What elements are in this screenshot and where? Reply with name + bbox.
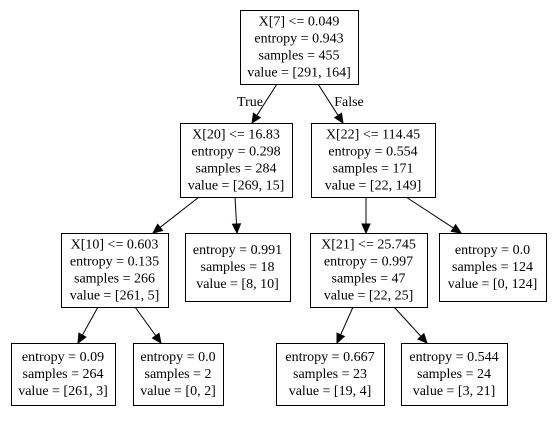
arrowhead-icon: [450, 223, 463, 234]
node-box: [310, 233, 428, 308]
node-text-line: entropy = 0.943: [254, 32, 343, 47]
node-text-line: samples = 171: [333, 162, 414, 177]
node-box: [311, 123, 436, 198]
edge-line: [134, 306, 157, 336]
edge-n1-n4: [231, 196, 242, 235]
node-text-line: value = [0, 124]: [448, 277, 538, 292]
edge-line: [81, 306, 99, 336]
node-box: [439, 233, 547, 302]
node-text-line: value = [3, 21]: [413, 384, 496, 399]
node-box: [401, 343, 508, 406]
node-text-line: samples = 124: [452, 260, 533, 275]
node-text-line: value = [22, 149]: [325, 179, 422, 194]
edge-n2-n6: [405, 196, 463, 234]
node-text-line: entropy = 0.991: [193, 243, 282, 258]
arrowhead-icon: [77, 332, 87, 345]
node-text-line: entropy = 0.298: [191, 145, 280, 160]
edge-line: [159, 196, 200, 228]
node-box: [11, 343, 116, 406]
edge-line: [393, 306, 422, 337]
node-text-line: X[20] <= 16.83: [192, 128, 280, 143]
node-text-line: samples = 24: [417, 367, 491, 382]
node-text-line: value = [269, 15]: [188, 179, 285, 194]
tree-node-n7: entropy = 0.09 samples = 264 value = [261,…: [11, 343, 116, 406]
nodes-layer: X[7] <= 0.049 entropy = 0.943 samples = 45…: [11, 10, 547, 406]
tree-node-n1: X[20] <= 16.83 entropy = 0.298 samples = 2…: [180, 123, 293, 198]
tree-node-n2: X[22] <= 114.45 entropy = 0.554 samples = …: [311, 123, 436, 198]
node-text-line: X[10] <= 0.603: [71, 238, 159, 253]
tree-node-n6: entropy = 0.0 samples = 124 value = [0, 12…: [439, 233, 547, 302]
arrowhead-icon: [336, 332, 346, 345]
edge-n0-n2: False: [317, 83, 364, 125]
node-text-line: value = [19, 4]: [289, 384, 372, 399]
node-text-line: entropy = 0.09: [22, 350, 104, 365]
edge-label-false: False: [334, 95, 364, 110]
node-text-line: entropy = 0.667: [285, 350, 374, 365]
node-box: [133, 343, 224, 406]
edges-layer: True False: [77, 83, 463, 345]
tree-node-n5: X[21] <= 25.745 entropy = 0.997 samples = …: [310, 233, 428, 308]
node-text-line: X[22] <= 114.45: [326, 128, 420, 143]
node-text-line: samples = 23: [293, 367, 367, 382]
node-box: [61, 233, 169, 308]
node-text-line: samples = 455: [259, 49, 340, 64]
node-text-line: samples = 18: [201, 260, 275, 275]
node-text-line: value = [291, 164]: [247, 66, 351, 81]
arrowhead-icon: [151, 332, 162, 344]
edge-n5-n10: [393, 306, 428, 344]
node-text-line: samples = 2: [145, 367, 212, 382]
node-text-line: value = [22, 25]: [324, 289, 414, 304]
edge-line: [234, 196, 237, 225]
node-text-line: value = [261, 3]: [18, 384, 108, 399]
tree-node-n3: X[10] <= 0.603 entropy = 0.135 samples = 2…: [61, 233, 169, 308]
arrowhead-icon: [333, 112, 344, 125]
edge-line: [340, 306, 354, 335]
arrowhead-icon: [231, 223, 242, 235]
edge-n2-n5: [361, 197, 371, 235]
tree-node-n4: entropy = 0.991 samples = 18 value = [8, 1…: [185, 233, 291, 302]
node-text-line: entropy = 0.135: [70, 255, 159, 270]
edge-line: [256, 83, 278, 116]
edge-n3-n7: [77, 306, 99, 345]
node-text-line: samples = 47: [332, 272, 406, 287]
arrowhead-icon: [251, 112, 262, 125]
node-box: [276, 343, 385, 406]
tree-node-n0: X[7] <= 0.049 entropy = 0.943 samples = 45…: [240, 10, 359, 85]
node-text-line: samples = 264: [23, 367, 104, 382]
node-text-line: value = [8, 10]: [196, 277, 279, 292]
arrowhead-icon: [361, 223, 371, 235]
edge-n5-n9: [336, 306, 354, 345]
tree-node-n10: entropy = 0.544 samples = 24 value = [3, 2…: [401, 343, 508, 406]
node-box: [240, 10, 359, 85]
node-text-line: entropy = 0.554: [328, 145, 417, 160]
node-text-line: samples = 284: [196, 162, 277, 177]
tree-node-n8: entropy = 0.0 samples = 2 value = [0, 2]: [133, 343, 224, 406]
node-text-line: entropy = 0.0: [455, 243, 530, 258]
edge-n1-n3: [152, 196, 200, 234]
node-box: [185, 233, 291, 302]
edge-n3-n8: [134, 306, 162, 344]
node-text-line: entropy = 0.544: [409, 350, 498, 365]
node-text-line: value = [0, 2]: [140, 384, 216, 399]
node-text-line: samples = 266: [74, 272, 155, 287]
edge-line: [405, 196, 454, 229]
node-text-line: X[21] <= 25.745: [321, 238, 416, 253]
node-text-line: X[7] <= 0.049: [259, 15, 340, 30]
edge-line: [317, 83, 339, 116]
node-text-line: value = [261, 5]: [70, 289, 160, 304]
arrowhead-icon: [152, 223, 164, 234]
node-box: [180, 123, 293, 198]
node-text-line: entropy = 0.0: [140, 350, 215, 365]
tree-node-n9: entropy = 0.667 samples = 23 value = [19, …: [276, 343, 385, 406]
node-text-line: entropy = 0.997: [324, 255, 413, 270]
edge-label-true: True: [237, 95, 263, 110]
arrowhead-icon: [417, 332, 428, 344]
edge-n0-n1: True: [237, 83, 278, 125]
